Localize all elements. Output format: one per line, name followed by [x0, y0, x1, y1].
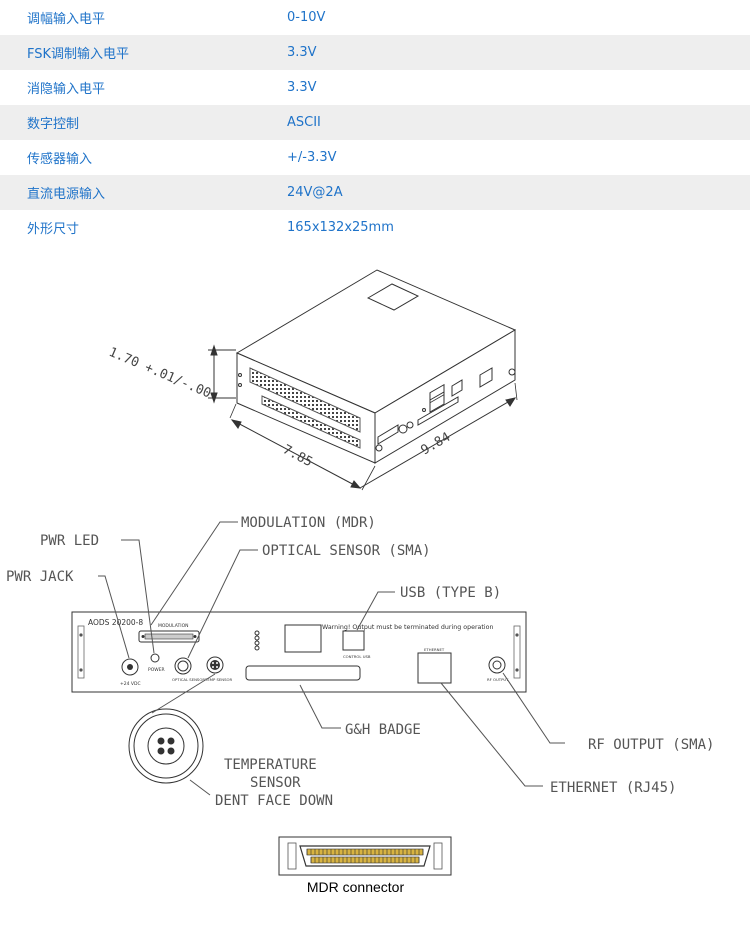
box-knob-4 [508, 368, 516, 376]
vent-grid-upper [249, 367, 361, 433]
panel-label-temp: TEMP SENSOR [204, 677, 233, 682]
panel-rf-output [488, 656, 506, 674]
box-port-usb [451, 379, 463, 397]
panel-rail-right [513, 625, 521, 679]
panel-temp-sensor-inner [210, 660, 220, 670]
box-knob-3 [406, 421, 414, 429]
vent-grid-lower [261, 395, 361, 449]
panel-badge-slot [245, 665, 361, 681]
spec-label: 调幅输入电平 [27, 12, 106, 27]
box-mdr [377, 424, 399, 445]
panel-optical-sma [174, 657, 192, 675]
panel-optical-sma-inner [177, 660, 189, 672]
box-badge-slot [417, 396, 459, 426]
callout-modulation: MODULATION (MDR) [241, 515, 376, 531]
panel-display-window [284, 624, 322, 653]
panel-label-power: POWER [148, 667, 165, 673]
spec-label: 直流电源输入 [27, 187, 106, 202]
panel-screw-right-bottom [515, 668, 519, 672]
callout-pwr-led: PWR LED [40, 533, 99, 549]
panel-label-control-usb: CONTROL USB [343, 654, 371, 659]
callout-ethernet: ETHERNET (RJ45) [550, 780, 676, 796]
callout-temperature-line1: TEMPERATURE [224, 757, 317, 773]
box-top-lid [366, 283, 420, 311]
mdr-caption: MDR connector [306, 879, 405, 895]
spec-row: 消隐输入电平 3.3V [0, 70, 750, 105]
panel-label-supply: +24 VDC [120, 681, 141, 687]
spec-row: 直流电源输入 24V@2A [0, 175, 750, 210]
temp-sensor-detail [128, 708, 204, 784]
panel-label-modulation: MODULATION [158, 623, 189, 629]
panel-temp-pin [216, 662, 218, 664]
box-right-face [374, 329, 516, 464]
panel-label-ethernet: ETHERNET [424, 647, 445, 652]
spec-row: 外形尺寸 165x132x25mm [0, 210, 750, 245]
box-screw-2 [238, 383, 242, 387]
spec-value: 24V@2A [287, 185, 343, 200]
callout-pwr-jack: PWR JACK [6, 569, 74, 585]
spec-value: 3.3V [287, 45, 317, 60]
spec-row: 传感器输入 +/-3.3V [0, 140, 750, 175]
panel-ethernet-port [417, 652, 452, 684]
spec-value: 0-10V [287, 10, 326, 25]
callout-usb: USB (TYPE B) [400, 585, 501, 601]
dimension-lines [208, 344, 518, 491]
spec-label: 消隐输入电平 [27, 82, 106, 97]
callout-temperature-line2: SENSOR [250, 775, 301, 791]
panel-status-led [254, 635, 260, 641]
spec-value: 3.3V [287, 80, 317, 95]
spec-row: FSK调制输入电平 3.3V [0, 35, 750, 70]
spec-value: ASCII [287, 115, 321, 130]
isometric-device-drawing [235, 269, 517, 464]
front-panel-drawing: AODS 20200-8 Warning! Output must be ter… [71, 611, 527, 693]
panel-screw-left-bottom [79, 668, 83, 672]
box-port-rj [479, 367, 493, 388]
spec-row: 调幅输入电平 0-10V [0, 0, 750, 35]
box-knob-1 [375, 444, 383, 452]
panel-temp-pin [212, 662, 214, 664]
spec-label: 外形尺寸 [27, 222, 80, 237]
panel-mdr-screw-right [193, 635, 197, 638]
spec-label: 传感器输入 [27, 152, 93, 167]
panel-usb-port [342, 630, 365, 651]
panel-status-led [254, 640, 260, 646]
callout-rf-output: RF OUTPUT (SMA) [588, 737, 714, 753]
panel-screw-left-top [79, 633, 83, 637]
panel-status-led [254, 630, 260, 636]
panel-warning-text: Warning! Output must be terminated durin… [322, 624, 493, 631]
spec-table: 调幅输入电平 0-10V FSK调制输入电平 3.3V 消隐输入电平 3.3V … [0, 0, 750, 245]
panel-mdr-pins [144, 633, 194, 640]
callout-leaders [98, 521, 565, 796]
box-port-a [429, 383, 445, 404]
panel-rf-output-inner [492, 660, 502, 670]
panel-label-optical: OPTICAL SENSOR [172, 677, 205, 682]
box-led [422, 408, 426, 412]
panel-rail-left [77, 625, 85, 679]
panel-mdr-screw-left [141, 635, 145, 638]
panel-screw-right-top [515, 633, 519, 637]
box-knob-2 [398, 424, 408, 434]
spec-label: FSK调制输入电平 [27, 47, 130, 62]
height-dimension-text: 1.70 +.01/-.00 [106, 345, 213, 402]
width-dimension-text: 7.85 [280, 442, 315, 470]
box-port-eth [429, 391, 445, 413]
box-screw-1 [238, 373, 242, 377]
panel-label-rf-out: RF OUTPUT [487, 677, 509, 682]
panel-temp-pin [212, 666, 214, 668]
mdr-connector-detail [278, 836, 452, 876]
callout-gh-badge: G&H BADGE [345, 722, 421, 738]
panel-power-jack-pin [127, 664, 133, 670]
panel-power-led [150, 653, 160, 663]
spec-row: 数字控制 ASCII [0, 105, 750, 140]
callout-optical-sensor: OPTICAL SENSOR (SMA) [262, 543, 431, 559]
panel-temp-pin [216, 666, 218, 668]
callout-temperature-line3: DENT FACE DOWN [215, 793, 333, 809]
spec-value: 165x132x25mm [287, 220, 394, 235]
spec-value: +/-3.3V [287, 150, 337, 165]
panel-status-led [254, 645, 260, 651]
panel-model-text: AODS 20200-8 [88, 618, 143, 627]
spec-label: 数字控制 [27, 117, 80, 132]
